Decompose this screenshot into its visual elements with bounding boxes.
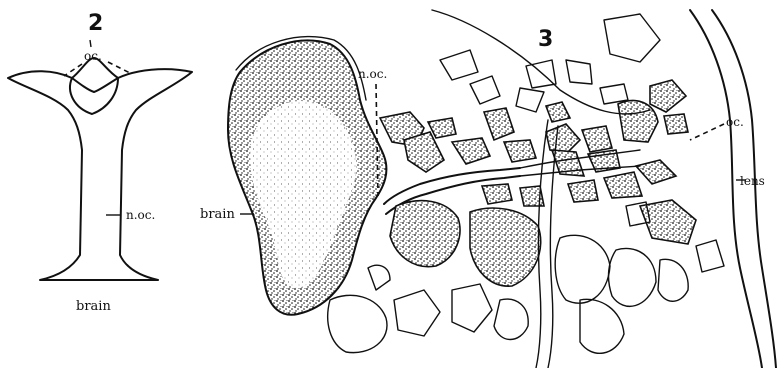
tissue-block (636, 160, 676, 184)
fig2-label-oc: oc. (84, 49, 102, 63)
tissue-cell (555, 235, 610, 303)
tissue-block (582, 126, 612, 152)
tissue-cell (368, 265, 390, 290)
figure-3: 3 (200, 10, 776, 368)
tissue-cell (604, 14, 660, 62)
fig2-outline (8, 58, 192, 280)
fig3-label-oc: oc. (726, 115, 744, 129)
tissue-block (504, 140, 536, 162)
tissue-block (452, 138, 490, 164)
tissue-cell (609, 248, 656, 306)
tissue-cell (452, 284, 492, 332)
tissue-cell (658, 259, 688, 301)
tissue-cell (696, 240, 724, 272)
tissue-block (650, 80, 686, 112)
tissue-block (484, 108, 514, 140)
tissue-cell (394, 290, 440, 336)
tissue-block (618, 101, 658, 142)
tissue-band (536, 120, 548, 368)
fig2-oc-tick (90, 40, 91, 47)
figure-2: 2 oc. n.oc. brain (8, 11, 192, 314)
tissue-block (604, 172, 642, 198)
tissue-block (568, 180, 598, 202)
fig3-connective-tissue (328, 10, 776, 368)
figure-3-number: 3 (538, 27, 553, 52)
tissue-block (470, 208, 541, 286)
fig3-label-brain: brain (200, 207, 235, 222)
tissue-cell (328, 295, 387, 352)
fig2-label-noc: n.oc. (126, 208, 155, 222)
tissue-block (664, 114, 688, 134)
tissue-cell (470, 76, 500, 104)
fig3-skin-inner (690, 10, 762, 368)
tissue-block (482, 184, 512, 204)
fig3-label-noc: n.oc. (358, 67, 387, 81)
fig3-oc-leader (690, 124, 724, 140)
figure-2-number: 2 (88, 11, 103, 36)
fig3-label-lens: lens (740, 174, 765, 188)
tissue-cell (600, 84, 628, 104)
tissue-cell (566, 60, 592, 84)
tissue-cell (516, 88, 544, 112)
tissue-cell (440, 50, 478, 80)
tissue-block (546, 102, 570, 122)
fig2-label-brain: brain (76, 299, 111, 314)
fig2-inner-cavity (70, 78, 118, 114)
tissue-cell (580, 299, 624, 353)
tissue-block (390, 201, 460, 267)
tissue-cell (494, 299, 528, 339)
fig3-skin-outer (712, 10, 776, 368)
